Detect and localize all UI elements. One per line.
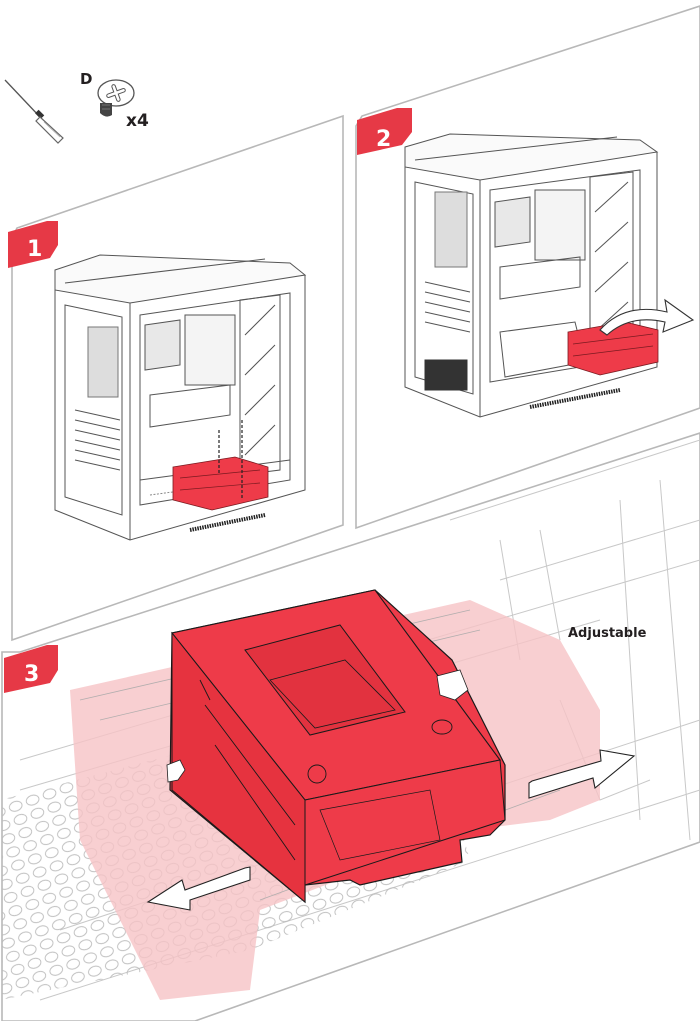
hdd-cage-highlight (169, 589, 506, 904)
screw-quantity-label: x4 (126, 111, 149, 131)
hdd-cage-highlight (567, 321, 659, 376)
step-2-case-illustration (404, 133, 695, 418)
adjust-arrow-left (146, 866, 251, 911)
curved-removal-arrow (599, 298, 695, 336)
screw-type-label: D (80, 70, 93, 88)
hdd-cage-highlight (172, 456, 269, 511)
phillips-screw-icon (97, 79, 135, 117)
screw-guide-lines (218, 420, 243, 498)
tools-row (4, 79, 135, 144)
step-1-case-illustration (54, 254, 307, 541)
adjustable-label: Adjustable (568, 626, 647, 641)
screwdriver-icon (4, 79, 64, 144)
step-3-closeup-illustration (2, 440, 700, 1011)
adjust-arrow-right (528, 749, 636, 799)
